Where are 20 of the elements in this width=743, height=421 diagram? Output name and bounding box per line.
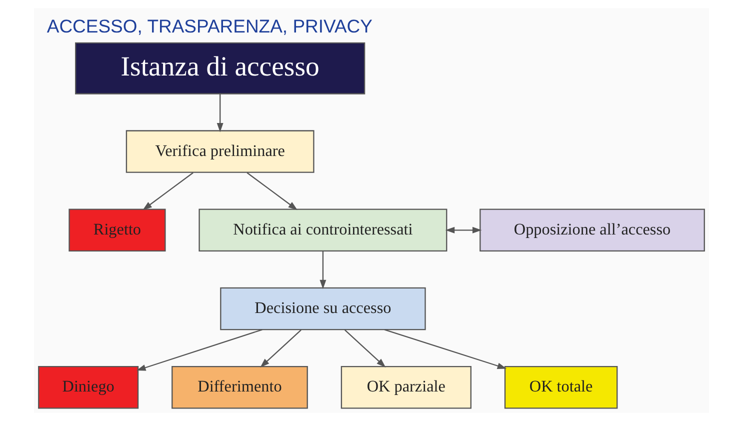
diagram-title: ACCESSO, TRASPARENZA, PRIVACY — [46, 15, 372, 36]
node-box: Differimento — [172, 366, 308, 409]
node-box: Verifica preliminare — [126, 130, 314, 173]
arrow — [344, 330, 386, 368]
node-box: OK parziale — [340, 366, 472, 409]
arrow — [320, 251, 326, 290]
node-box: Notifica ai controinteressati — [198, 208, 448, 252]
arrow — [260, 330, 302, 368]
node-box: OK totale — [504, 366, 618, 409]
node-box: Istanza di accesso — [75, 42, 366, 94]
arrow — [246, 172, 298, 210]
node-box: Diniego — [38, 366, 139, 409]
node-box: Opposizione all’accesso — [480, 208, 705, 252]
arrow — [136, 329, 262, 371]
node-box: Decisione su accesso — [220, 287, 426, 330]
arrow — [142, 172, 194, 210]
arrow — [216, 94, 224, 132]
node-box: Rigetto — [68, 208, 166, 252]
arrow — [445, 226, 482, 234]
arrow — [384, 329, 507, 370]
